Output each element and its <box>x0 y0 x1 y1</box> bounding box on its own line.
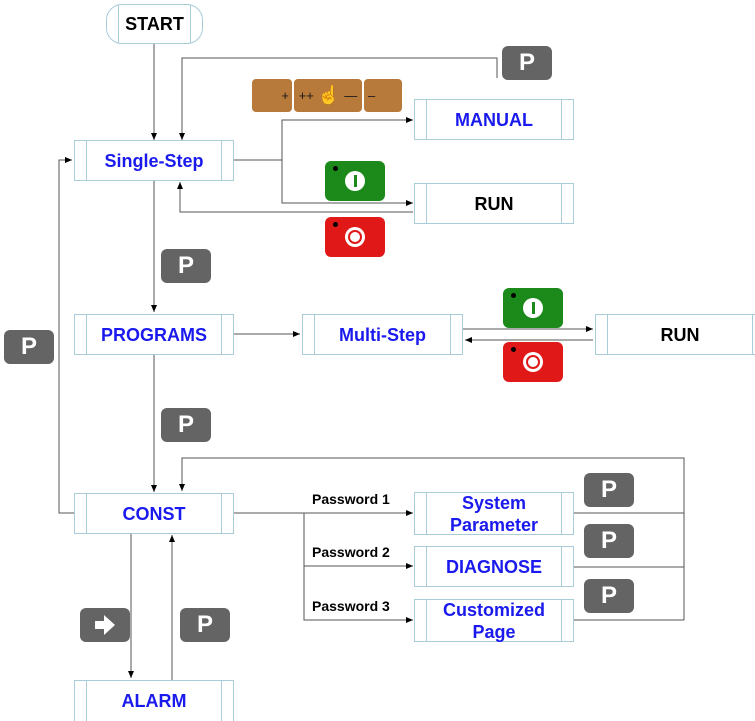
programs-node[interactable]: PROGRAMS <box>74 314 234 355</box>
customized-page-node[interactable]: Customized Page <box>414 599 574 642</box>
next-arrow-button[interactable] <box>80 608 130 642</box>
on-button-multi[interactable] <box>503 288 563 328</box>
p-button-single-step[interactable]: P <box>161 249 211 283</box>
diagnose-node[interactable]: DIAGNOSE <box>414 546 574 587</box>
customized-page-line2: Page <box>472 621 516 642</box>
hand-icon: ☝ <box>317 85 341 105</box>
run-node-single[interactable]: RUN <box>414 183 574 224</box>
on-button-single[interactable] <box>325 161 385 201</box>
keypad-plusplus: ++ <box>298 88 314 103</box>
password-2-label: Password 2 <box>312 544 390 560</box>
p-button-alarm[interactable]: P <box>180 608 230 642</box>
multi-step-node[interactable]: Multi-Step <box>302 314 463 355</box>
password-1-label: Password 1 <box>312 491 390 507</box>
system-parameter-line1: System <box>461 492 527 513</box>
keypad-minus[interactable]: – <box>364 79 402 112</box>
password-3-label: Password 3 <box>312 598 390 614</box>
keypad-minusminus: — <box>344 88 358 103</box>
keypad-manual-group[interactable]: ++ ☝ — <box>294 79 362 112</box>
manual-keypad: + ++ ☝ — – <box>252 79 402 112</box>
const-node[interactable]: CONST <box>74 493 234 534</box>
customized-page-line1: Customized <box>442 599 545 620</box>
p-button-left[interactable]: P <box>4 330 54 364</box>
p-button-diagnose[interactable]: P <box>584 524 634 558</box>
p-button-customized-page[interactable]: P <box>584 579 634 613</box>
p-button-system-parameter[interactable]: P <box>584 473 634 507</box>
off-button-multi[interactable] <box>503 342 563 382</box>
p-button-manual[interactable]: P <box>502 46 552 80</box>
run-node-multi[interactable]: RUN <box>595 314 755 355</box>
system-parameter-line2: Parameter <box>449 514 539 535</box>
start-node[interactable]: START <box>106 4 203 44</box>
off-button-single[interactable] <box>325 217 385 257</box>
manual-node[interactable]: MANUAL <box>414 99 574 140</box>
arrow-right-icon <box>95 615 115 635</box>
keypad-plus[interactable]: + <box>252 79 292 112</box>
single-step-node[interactable]: Single-Step <box>74 140 234 181</box>
alarm-node[interactable]: ALARM <box>74 680 234 721</box>
p-button-programs[interactable]: P <box>161 408 211 442</box>
system-parameter-node[interactable]: System Parameter <box>414 492 574 535</box>
